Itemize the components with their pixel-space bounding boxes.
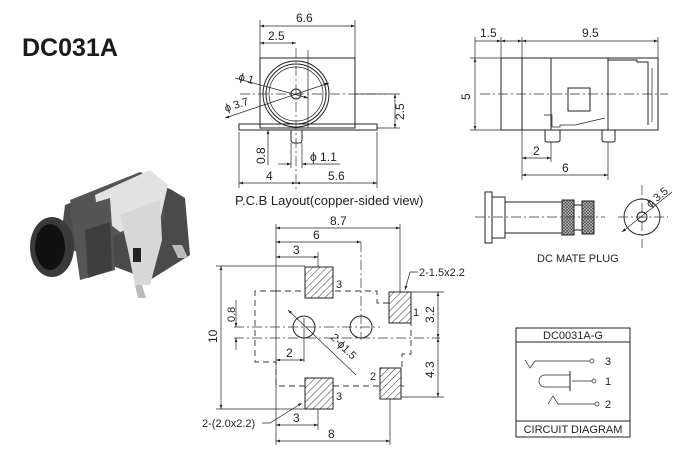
- front-view: [224, 20, 400, 190]
- dim-front: 1.5: [480, 26, 497, 40]
- dim-total: 8.7: [330, 214, 347, 228]
- dim-side-height: 5: [459, 93, 473, 100]
- pad-3-bottom: [304, 377, 334, 410]
- dim-phi-pin: ϕ 1.1: [310, 150, 337, 164]
- circuit-title: DC0031A-G: [543, 330, 603, 342]
- dim-left-center: 2.5: [268, 29, 285, 43]
- plug-caption: DC MATE PLUG: [537, 253, 619, 265]
- pad-1: [388, 291, 412, 324]
- dim-width: 6.6: [296, 11, 313, 25]
- note-small-pads: 2-1.5x2.2: [419, 267, 465, 279]
- pad-3-top: [304, 266, 334, 299]
- pad-2: [379, 367, 402, 400]
- dim-pad2-y: 4.3: [423, 361, 437, 378]
- circuit-pin-3: 3: [605, 356, 611, 368]
- dim-phi-outer: ϕ 3.7: [223, 96, 250, 115]
- dim-length: 9.5: [582, 26, 599, 40]
- dim-hole-x: 2: [286, 346, 293, 360]
- dim-plug-phi: ϕ 3.5: [644, 185, 670, 210]
- dim-bottom-total: 8: [328, 427, 335, 441]
- dim-height: 2.5: [393, 103, 407, 120]
- part-title: DC031A: [22, 34, 118, 62]
- circuit-pin-1: 1: [605, 376, 611, 388]
- dim-bottom-pad: 3: [293, 411, 300, 425]
- dim-right: 5.6: [328, 169, 345, 183]
- product-photo: [30, 170, 190, 298]
- pad-label-2: 2: [370, 371, 376, 383]
- dim-left: 4: [266, 169, 273, 183]
- dim-fp-offset: 0.8: [226, 307, 238, 322]
- dim-fp-height: 10: [206, 329, 220, 343]
- dim-pad-w: 3: [293, 243, 300, 257]
- side-view: [470, 37, 668, 180]
- note-big-pads: 2-(2.0x2.2): [202, 418, 255, 430]
- dim-hole-phi: 2-ϕ1.5: [328, 332, 359, 363]
- dim-pad12-gap: 3.2: [423, 306, 437, 323]
- circuit-pin-2: 2: [605, 399, 611, 411]
- footprint-drawing: [216, 224, 444, 445]
- plug-drawing: [475, 185, 673, 248]
- pad-label-top: 3: [336, 279, 342, 291]
- dim-pin1: 2: [533, 144, 540, 158]
- circuit-footer: CIRCUIT DIAGRAM: [524, 424, 623, 436]
- dim-holes: 6: [313, 228, 320, 242]
- front-view-caption: P.C.B Layout(copper-sided view): [235, 193, 423, 208]
- dim-pin2: 6: [562, 161, 569, 175]
- pad-label-bottom: 3: [336, 391, 342, 403]
- circuit-diagram-box: [515, 327, 631, 438]
- dim-phi-center: ϕ 1: [237, 71, 255, 87]
- pad-label-1: 1: [413, 307, 419, 319]
- dim-pin-offset: 0.8: [254, 147, 268, 164]
